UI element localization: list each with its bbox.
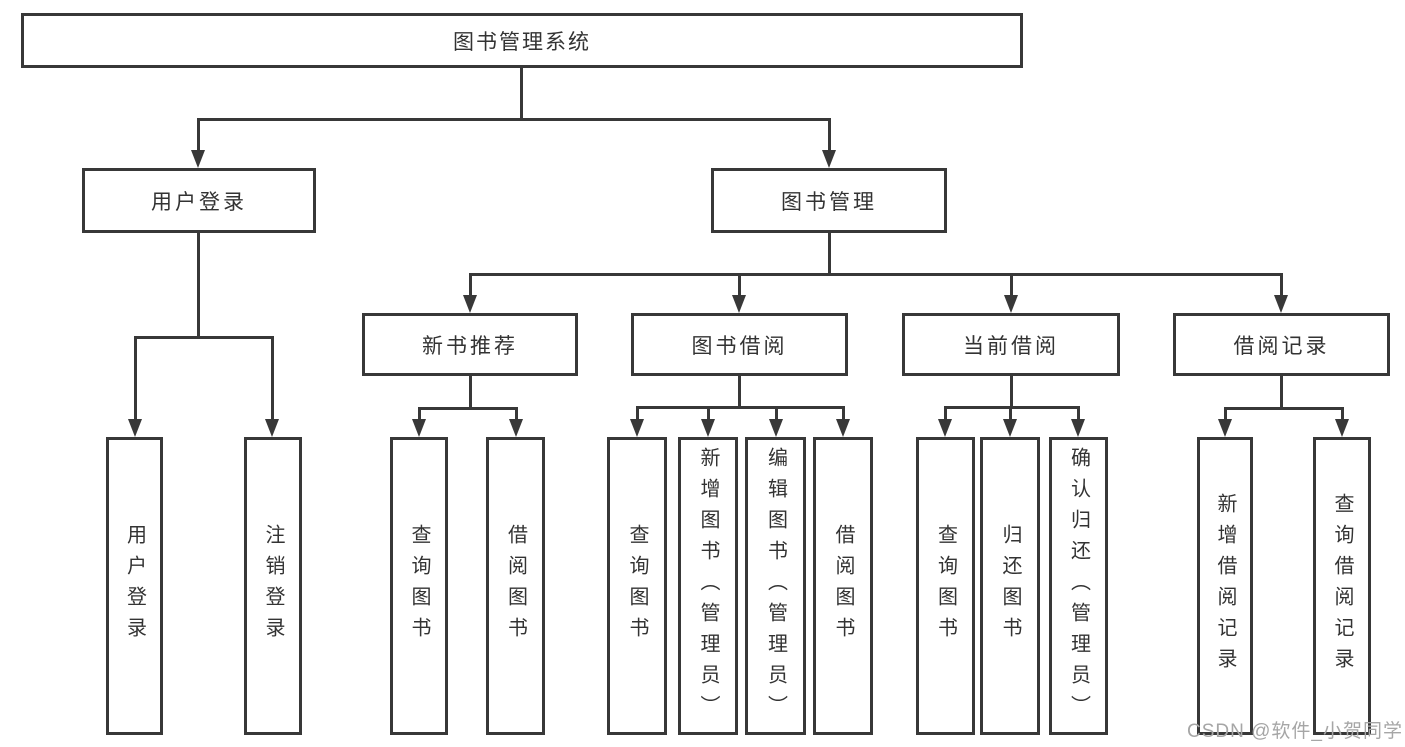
node-leaf-user-login: 用户登录 xyxy=(106,437,163,735)
node-label: 图书借阅 xyxy=(691,334,788,358)
node-current-borrow: 当前借阅 xyxy=(902,313,1120,376)
csdn-watermark: CSDN @软件_小贺同学 xyxy=(1187,721,1403,742)
edge-arrow-stem xyxy=(271,336,274,422)
node-label: 图书管理 xyxy=(781,190,877,214)
node-label: 新增图书（管理员） xyxy=(697,446,719,726)
edge-arrow-stem xyxy=(1341,407,1344,423)
edge-arrow-stem xyxy=(1009,406,1012,423)
edge-vline xyxy=(738,376,741,409)
node-user-login: 用户登录 xyxy=(82,168,316,233)
node-borrow-records: 借阅记录 xyxy=(1173,313,1390,376)
arrow-down-icon xyxy=(1335,419,1349,437)
node-leaf-query-borrow-record: 查询借阅记录 xyxy=(1313,437,1371,735)
node-label: 图书管理系统 xyxy=(453,30,591,54)
arrow-down-icon xyxy=(1071,419,1085,437)
node-label: 查询图书 xyxy=(934,524,957,648)
node-leaf-return-book: 归还图书 xyxy=(980,437,1040,735)
arrow-down-icon xyxy=(463,295,477,313)
edge-hline xyxy=(134,336,274,339)
edge-arrow-stem xyxy=(1280,273,1283,299)
node-label: 借阅图书 xyxy=(832,524,854,648)
arrow-down-icon xyxy=(191,150,205,168)
node-label: 查询图书 xyxy=(626,524,648,648)
arrow-down-icon xyxy=(412,419,426,437)
node-new-book-recommend: 新书推荐 xyxy=(362,313,578,376)
node-leaf-logout: 注销登录 xyxy=(244,437,302,735)
node-label: 编辑图书（管理员） xyxy=(764,446,787,726)
node-label: 归还图书 xyxy=(999,524,1021,648)
edge-vline xyxy=(1280,376,1283,410)
edge-arrow-stem xyxy=(1224,407,1227,423)
arrow-down-icon xyxy=(732,295,746,313)
edge-arrow-stem xyxy=(418,407,421,423)
edge-arrow-stem xyxy=(197,118,200,154)
node-leaf-borrow-book: 借阅图书 xyxy=(813,437,873,735)
node-label: 新书推荐 xyxy=(422,334,518,358)
edge-vline xyxy=(469,376,472,410)
edge-arrow-stem xyxy=(775,406,778,423)
node-leaf-confirm-return-admin: 确认归还（管理员） xyxy=(1049,437,1108,735)
edge-arrow-stem xyxy=(1010,273,1013,299)
edge-vline xyxy=(828,233,831,276)
arrow-down-icon xyxy=(630,419,644,437)
node-label: 查询借阅记录 xyxy=(1331,493,1353,679)
node-label: 注销登录 xyxy=(262,524,284,648)
edge-vline xyxy=(197,233,200,339)
edge-hline xyxy=(636,406,844,409)
node-label: 新增借阅记录 xyxy=(1214,493,1236,679)
arrow-down-icon xyxy=(509,419,523,437)
arrow-down-icon xyxy=(128,419,142,437)
arrow-down-icon xyxy=(1218,419,1232,437)
edge-arrow-stem xyxy=(515,407,518,423)
node-label: 借阅图书 xyxy=(504,524,527,648)
arrow-down-icon xyxy=(1274,295,1288,313)
arrow-down-icon xyxy=(769,419,783,437)
edge-hline xyxy=(1224,407,1343,410)
node-leaf-query-book: 查询图书 xyxy=(390,437,448,735)
arrow-down-icon xyxy=(822,150,836,168)
node-label: 当前借阅 xyxy=(963,334,1059,358)
edge-arrow-stem xyxy=(707,406,710,423)
edge-hline xyxy=(418,407,518,410)
node-leaf-add-borrow-record: 新增借阅记录 xyxy=(1197,437,1253,735)
node-library-system: 图书管理系统 xyxy=(21,13,1023,68)
edge-vline xyxy=(1010,376,1013,409)
edge-hline xyxy=(197,118,831,121)
edge-hline xyxy=(469,273,1282,276)
edge-arrow-stem xyxy=(636,406,639,423)
node-leaf-borrow-book: 借阅图书 xyxy=(486,437,545,735)
edge-hline xyxy=(944,406,1080,409)
node-label: 用户登录 xyxy=(151,190,247,214)
node-book-management: 图书管理 xyxy=(711,168,947,233)
node-leaf-query-book: 查询图书 xyxy=(607,437,667,735)
arrow-down-icon xyxy=(938,419,952,437)
edge-arrow-stem xyxy=(828,118,831,154)
node-label: 确认归还（管理员） xyxy=(1067,446,1090,726)
node-label: 用户登录 xyxy=(123,524,146,648)
node-book-borrow: 图书借阅 xyxy=(631,313,848,376)
edge-arrow-stem xyxy=(469,273,472,299)
edge-arrow-stem xyxy=(134,336,137,422)
node-leaf-query-book: 查询图书 xyxy=(916,437,975,735)
edge-arrow-stem xyxy=(738,273,741,299)
node-label: 借阅记录 xyxy=(1233,334,1330,358)
edge-arrow-stem xyxy=(842,406,845,423)
edge-arrow-stem xyxy=(1077,406,1080,423)
arrow-down-icon xyxy=(701,419,715,437)
edge-arrow-stem xyxy=(944,406,947,423)
arrow-down-icon xyxy=(265,419,279,437)
arrow-down-icon xyxy=(1004,295,1018,313)
node-label: 查询图书 xyxy=(408,524,430,648)
node-leaf-edit-book-admin: 编辑图书（管理员） xyxy=(745,437,806,735)
arrow-down-icon xyxy=(836,419,850,437)
edge-vline xyxy=(520,68,523,120)
arrow-down-icon xyxy=(1003,419,1017,437)
node-leaf-add-book-admin: 新增图书（管理员） xyxy=(678,437,738,735)
